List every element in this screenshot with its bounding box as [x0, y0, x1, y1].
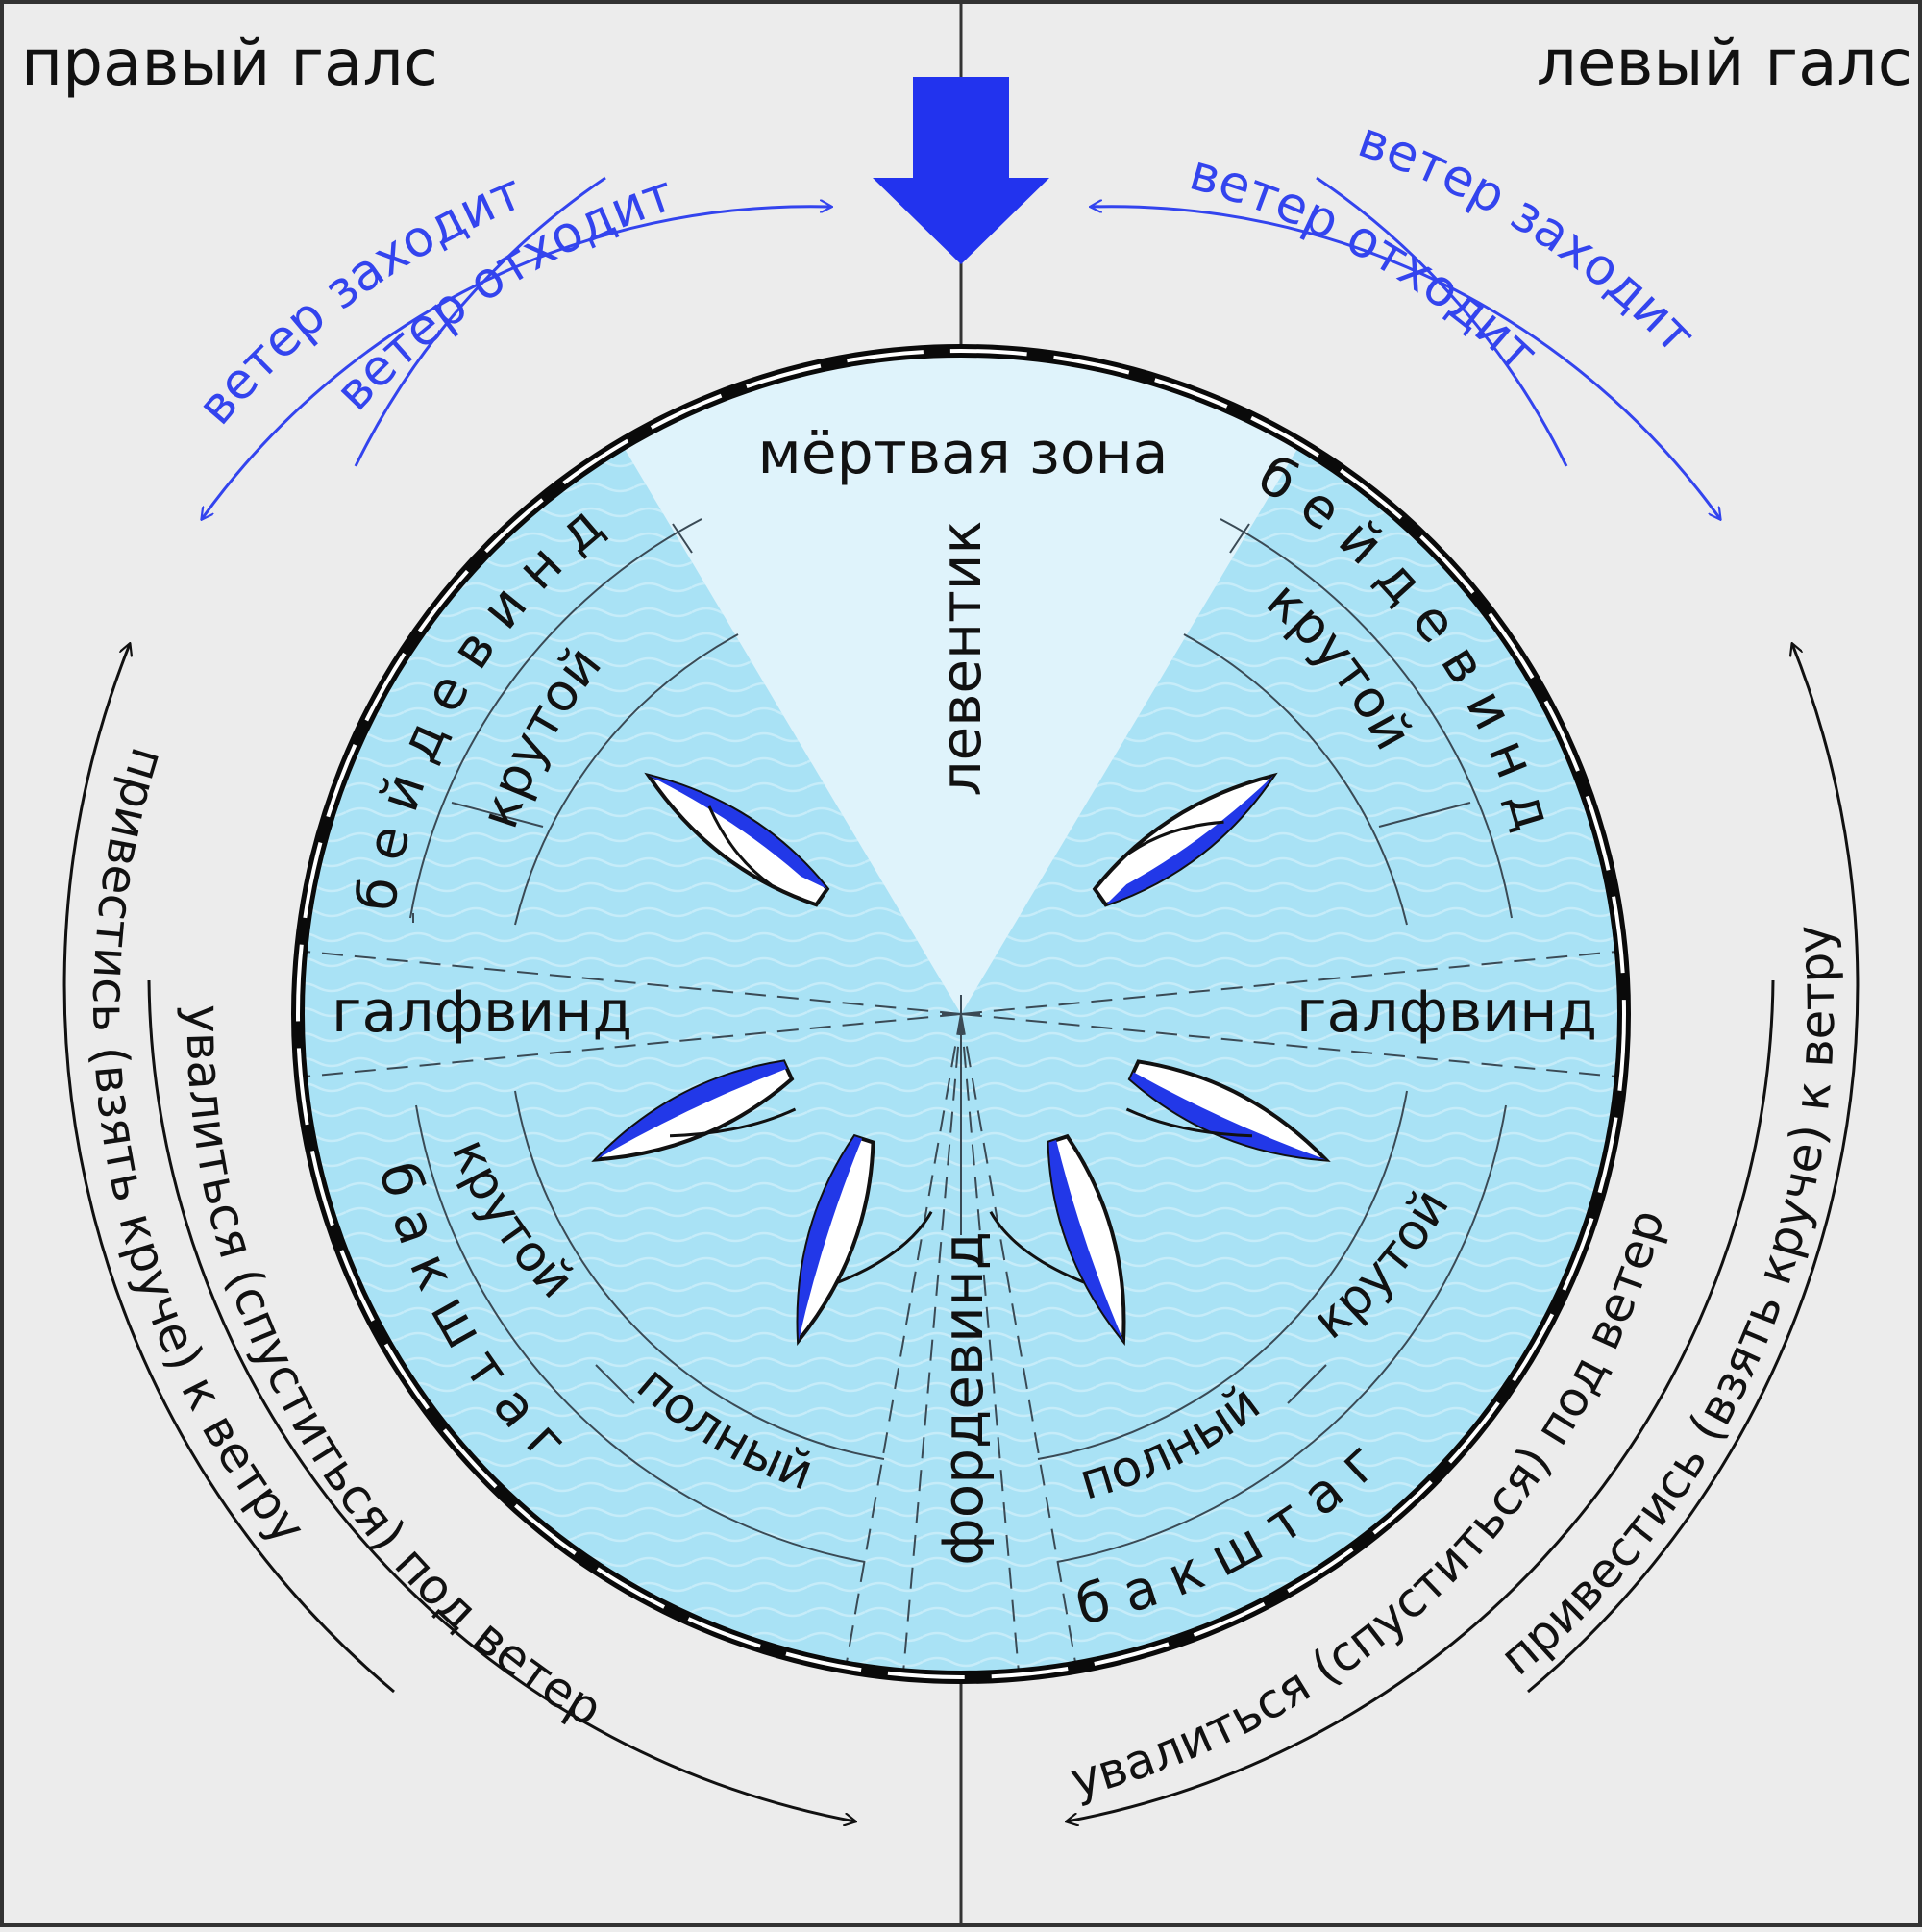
- compass-ring-dashes: [296, 349, 1626, 1679]
- beam-boundary-left-lower: [305, 1013, 962, 1077]
- running-label: фордевинд: [930, 1231, 996, 1566]
- boat-broad-reach-port: [591, 1059, 797, 1162]
- head-up-arrow-right: [1527, 644, 1860, 1694]
- ring-broad-left: [415, 1104, 866, 1563]
- ring-steep-left: [514, 633, 739, 926]
- bear-away-arrow-right: [1067, 979, 1775, 1821]
- wind-shift-line-left: [354, 176, 606, 467]
- tick-c: [451, 802, 544, 828]
- boat-broad-reach-starboard: [1125, 1059, 1331, 1162]
- beam-reach-label-right: галфвинд: [1296, 978, 1597, 1046]
- beam-boundary-right-lower: [960, 1013, 1617, 1077]
- in-irons-label: левентик: [928, 520, 994, 796]
- wind-shift-arrow-right: [1091, 207, 1720, 519]
- ring-steep-right: [1183, 633, 1408, 926]
- run-boundary-right-inner: [960, 1013, 1020, 1673]
- tick-g: [1287, 1364, 1327, 1404]
- run-boundary-left-outer: [845, 1013, 962, 1669]
- boats: [591, 772, 1331, 1346]
- ring-close-hauled-left: [409, 518, 702, 919]
- tick-d: [1378, 802, 1471, 828]
- ring-steep2-right: [1037, 1090, 1408, 1460]
- beam-boundary-left-upper: [305, 951, 962, 1015]
- beam-reach-label-left: галфвинд: [332, 978, 632, 1046]
- run-boundary-left-inner: [902, 1013, 962, 1673]
- boat-close-hauled-port: [644, 772, 830, 907]
- tick-a: [672, 523, 693, 554]
- bear-away-arrow-left: [147, 979, 855, 1821]
- boat-run-starboard: [989, 1133, 1126, 1346]
- tick-b: [1229, 523, 1250, 554]
- run-boundary-right-outer: [960, 1013, 1077, 1669]
- wind-shift-arrow-left: [202, 207, 831, 519]
- ring-steep2-left: [514, 1090, 885, 1460]
- head-up-arrow-left: [62, 644, 395, 1694]
- wind-shift-line-right: [1316, 176, 1568, 467]
- sector-lines: [305, 518, 1617, 1673]
- ring-close-hauled-right: [1220, 518, 1513, 919]
- port-tack-label: левый галс: [1537, 26, 1912, 100]
- tick-f: [595, 1364, 635, 1404]
- boat-run-port: [796, 1133, 933, 1346]
- boat-close-hauled-starboard: [1092, 772, 1278, 907]
- starboard-tack-label: правый галс: [21, 26, 438, 100]
- dead-zone-label: мёртвая зона: [757, 420, 1168, 487]
- wind-direction-arrow: [873, 77, 1049, 264]
- ring-broad-right: [1056, 1104, 1507, 1563]
- beam-boundary-right-upper: [960, 951, 1617, 1015]
